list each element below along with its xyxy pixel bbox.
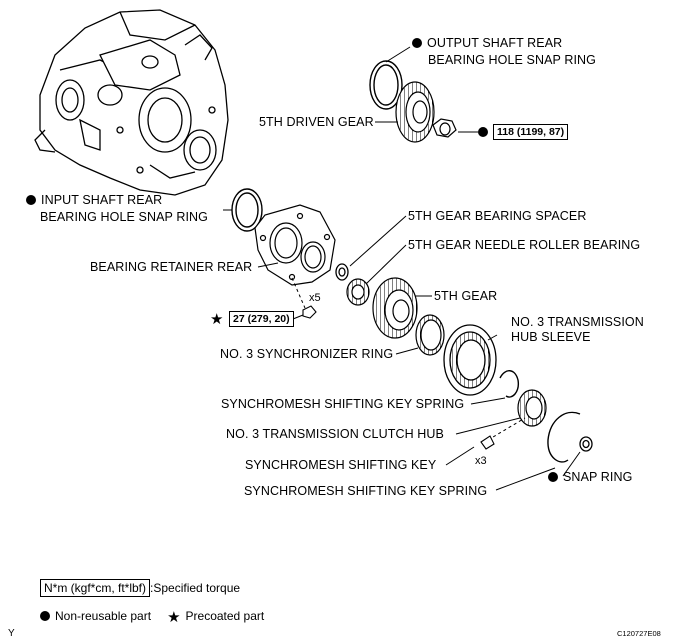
label-output-snap-ring-2: BEARING HOLE SNAP RING: [428, 53, 596, 67]
label-retainer: BEARING RETAINER REAR: [90, 260, 253, 274]
non-reusable-icon: [548, 472, 558, 482]
non-reusable-icon: [26, 195, 36, 205]
non-reusable-icon: [412, 38, 422, 48]
label-key-count: x3: [475, 455, 487, 467]
label-input-snap-ring-2: BEARING HOLE SNAP RING: [40, 210, 208, 224]
label-key-spring-upper: SYNCHROMESH SHIFTING KEY SPRING: [221, 397, 465, 411]
filled-circle-icon: [40, 611, 50, 621]
legend-parts: Non-reusable part★Precoated part: [40, 609, 264, 625]
label-hub-sleeve-2: HUB SLEEVE: [511, 330, 591, 344]
fifth-gear: [372, 277, 418, 339]
fifth-driven-gear: [395, 81, 435, 143]
torque-nut-box: 118 (1199, 87): [493, 124, 569, 140]
key-spring-lower: [547, 411, 581, 463]
label-bolt-count: x5: [309, 292, 321, 304]
legend-torque: N*m (kgf*cm, ft*lbf):Specified torque: [40, 579, 241, 597]
bearing-spacer: [335, 263, 349, 281]
label-shifting-key: SYNCHROMESH SHIFTING KEY: [245, 458, 437, 472]
snap-ring: [579, 436, 593, 452]
label-bearing-spacer: 5TH GEAR BEARING SPACER: [408, 209, 587, 223]
star-icon: ★: [210, 311, 224, 328]
label-needle-bearing: 5TH GEAR NEEDLE ROLLER BEARING: [408, 238, 641, 252]
hub-sleeve: [443, 324, 497, 396]
output-snap-ring: [369, 60, 403, 110]
label-fifth-gear: 5TH GEAR: [434, 289, 498, 303]
label-sync-ring: NO. 3 SYNCHRONIZER RING: [220, 347, 394, 361]
figure-code: C120727E08: [617, 629, 661, 638]
label-driven-gear: 5TH DRIVEN GEAR: [259, 115, 374, 129]
clutch-hub: [517, 389, 547, 427]
label-snap-ring: SNAP RING: [548, 470, 632, 485]
label-input-snap-ring: INPUT SHAFT REAR: [26, 193, 162, 208]
lock-nut: [432, 118, 457, 138]
synchronizer-ring: [415, 314, 445, 356]
transmission-case: [34, 9, 229, 196]
needle-roller-bearing: [346, 278, 370, 306]
bearing-retainer: [254, 204, 336, 286]
label-key-spring-lower: SYNCHROMESH SHIFTING KEY SPRING: [244, 484, 488, 498]
corner-mark: Y: [8, 628, 15, 639]
torque-units-box: N*m (kgf*cm, ft*lbf): [40, 579, 151, 597]
leader-lines: [223, 46, 581, 491]
label-hub-sleeve: NO. 3 TRANSMISSION: [511, 315, 644, 329]
label-torque-nut: [478, 125, 493, 140]
torque-desc: :Specified torque: [150, 581, 241, 595]
label-torque-bolt: ★: [210, 311, 229, 327]
non-reusable-icon: [478, 127, 488, 137]
star-icon: ★: [167, 609, 181, 626]
key-spring-upper: [499, 370, 520, 398]
label-clutch-hub: NO. 3 TRANSMISSION CLUTCH HUB: [226, 427, 444, 441]
label-output-snap-ring: OUTPUT SHAFT REAR: [412, 36, 562, 51]
shifting-key: [480, 435, 495, 450]
torque-bolt-box: 27 (279, 20): [229, 311, 294, 327]
